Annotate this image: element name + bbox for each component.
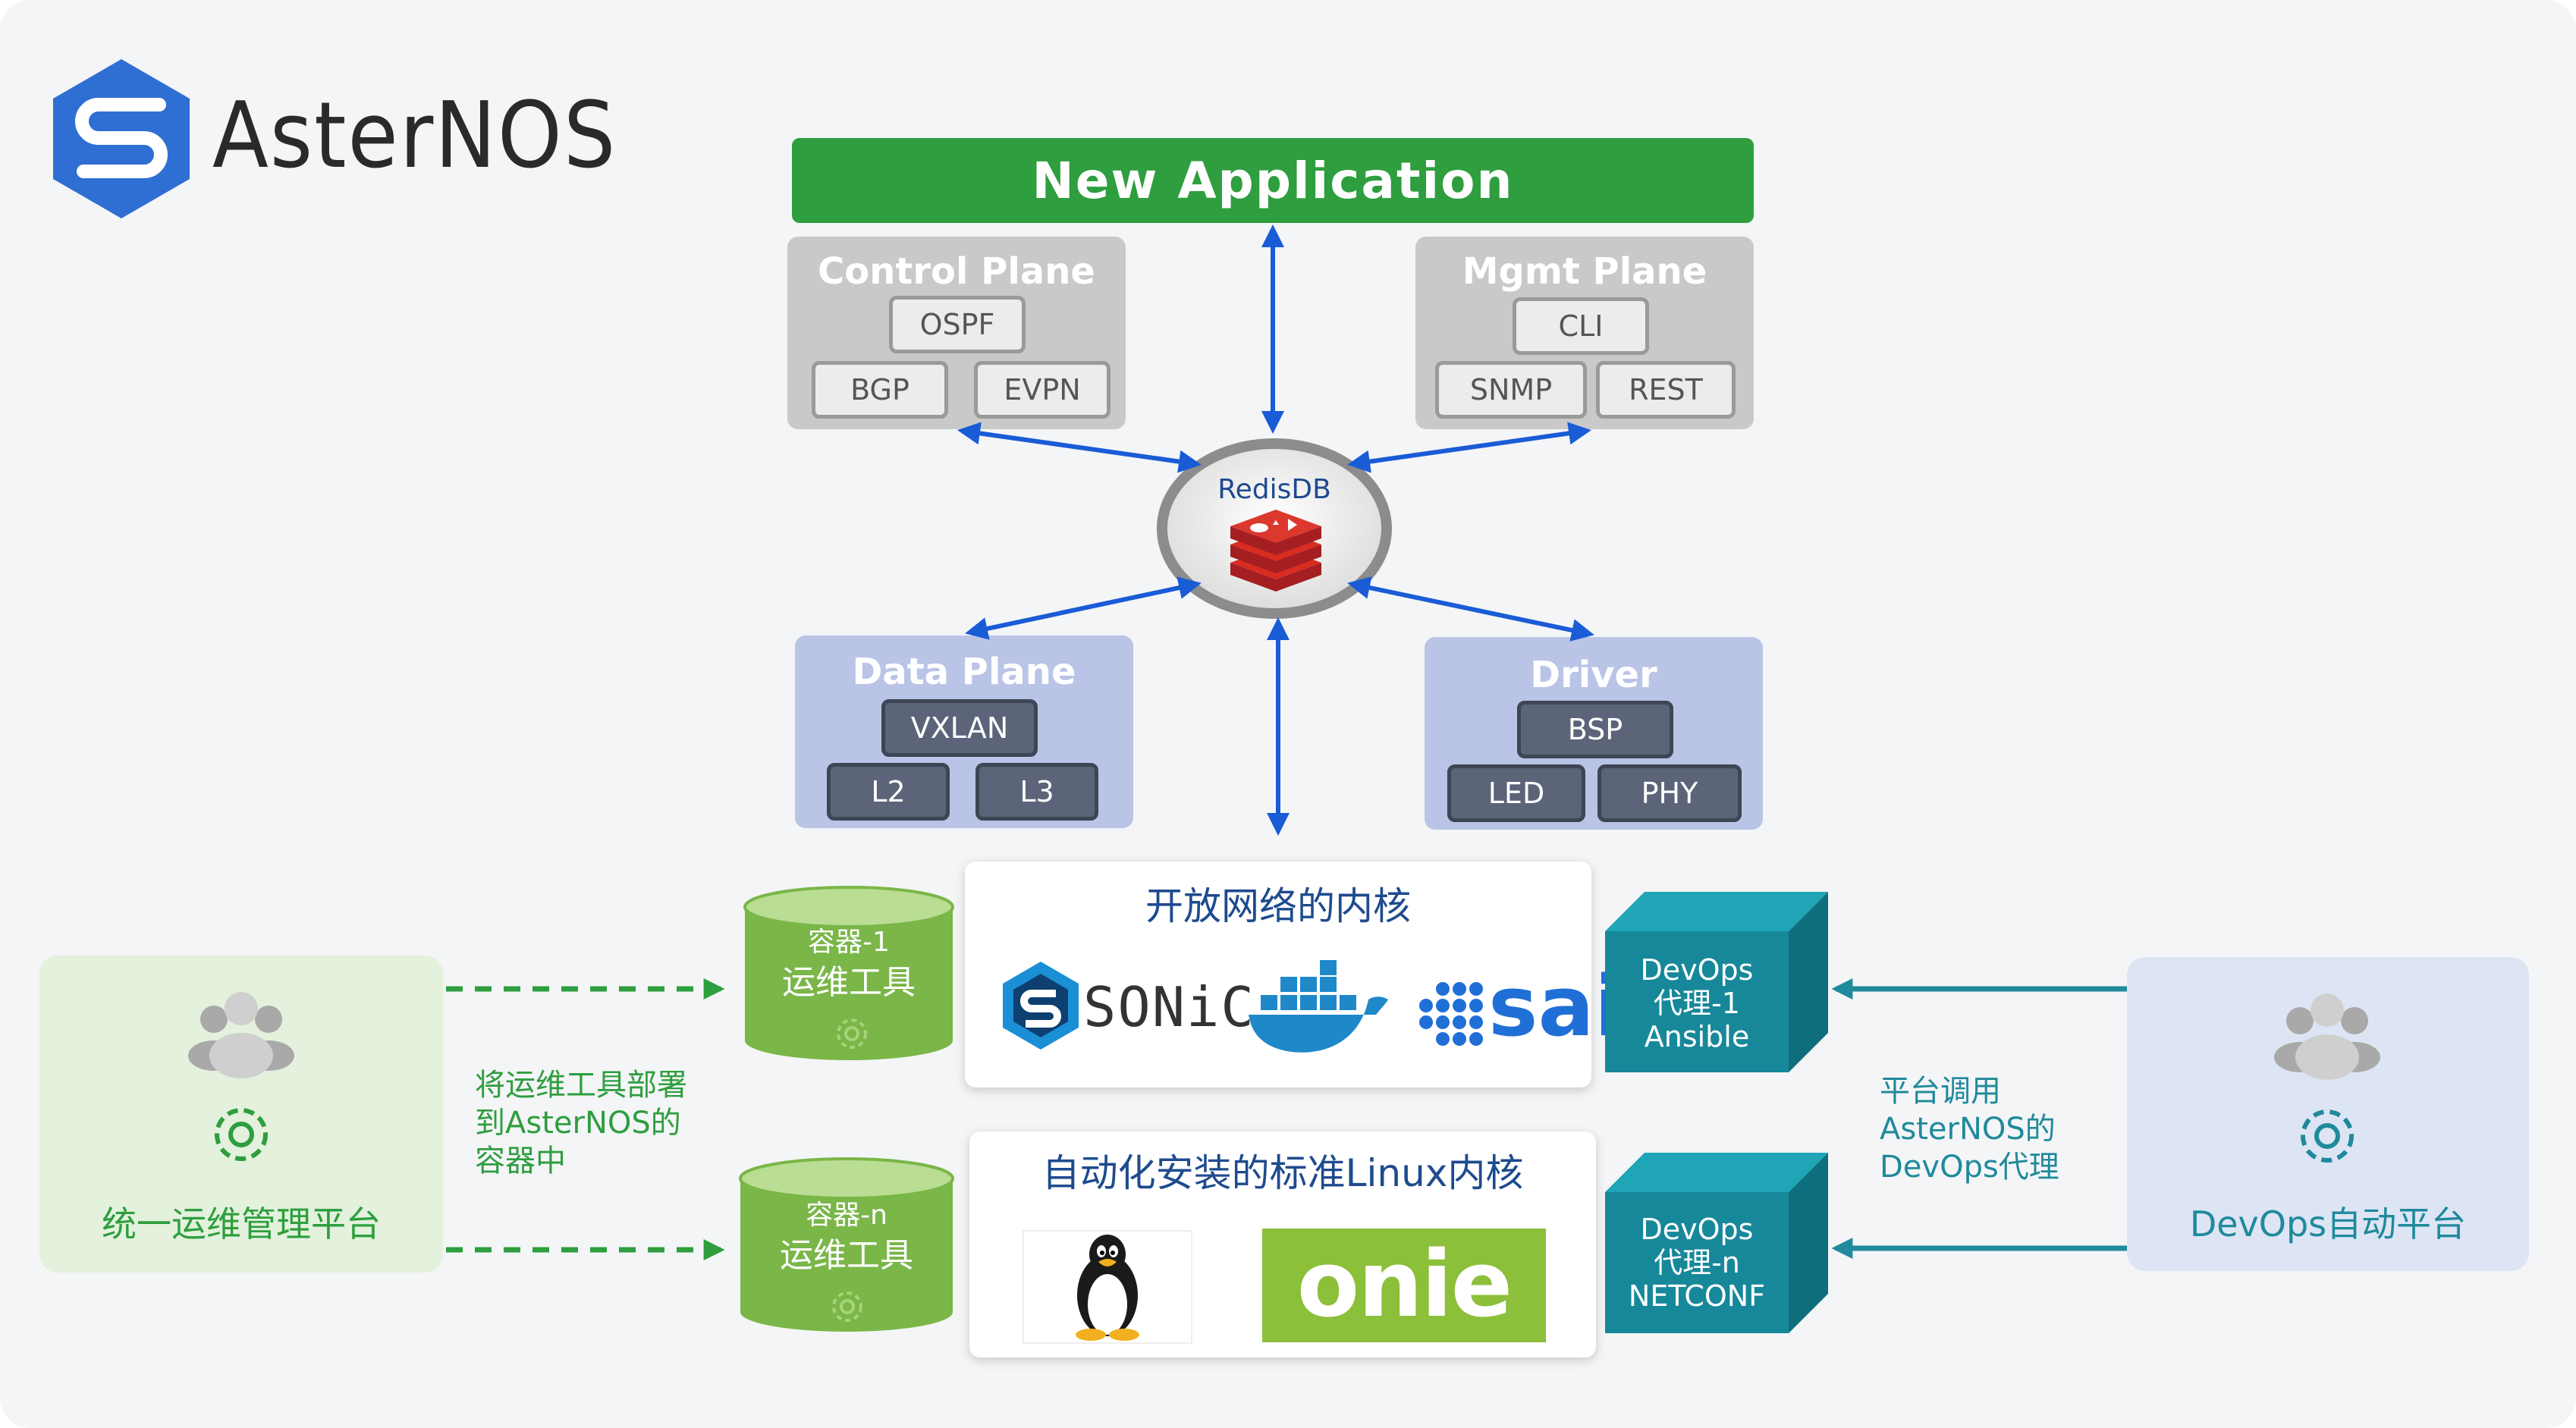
unified-ops-platform-label: 统一运维管理平台: [102, 1204, 381, 1244]
vxlan-chip: VXLAN: [881, 699, 1038, 757]
sonic-logo-icon: [1003, 962, 1079, 1050]
control-plane-box: Control Plane OSPF BGP EVPN: [787, 237, 1126, 429]
control-plane-title: Control Plane: [818, 250, 1095, 293]
devops-agent-n-label: DevOps 代理-n NETCONF: [1628, 1213, 1766, 1313]
redis-icon: [1230, 510, 1321, 592]
container-n-gear-icon: [832, 1291, 862, 1322]
redisdb-label: RedisDB: [1217, 473, 1331, 505]
right-platform-note: 平台调用 AsterNOS的 DevOps代理: [1880, 1074, 2059, 1185]
evpn-chip: EVPN: [974, 361, 1111, 419]
bsp-chip: BSP: [1517, 701, 1673, 758]
container-1-cylinder: [743, 886, 954, 1060]
unified-ops-platform-box: 统一运维管理平台: [39, 956, 443, 1273]
right-gear-icon: [2301, 1109, 2354, 1163]
container-1-gear-icon: [837, 1018, 867, 1049]
sai-logo-text: sai: [1488, 958, 1623, 1055]
container-n-label: 运维工具: [780, 1236, 913, 1275]
devops-agent-n-cube: [1605, 1153, 1828, 1333]
devops-auto-platform-label: DevOps自动平台: [2189, 1204, 2467, 1244]
container-n-id: 容器-n: [806, 1200, 887, 1231]
driver-title: Driver: [1530, 654, 1657, 696]
users-group-icon: [188, 992, 294, 1078]
sai-dots-icon: [1419, 982, 1483, 1046]
brand-name: AsterNOS: [212, 83, 617, 189]
phy-chip: PHY: [1597, 764, 1742, 822]
data-plane-title: Data Plane: [852, 651, 1076, 693]
l2-chip: L2: [827, 763, 950, 821]
new-application-bar: New Application: [792, 138, 1754, 223]
container-1-label: 运维工具: [782, 963, 916, 1002]
open-network-kernel-box: 开放网络的内核 SONiC sai: [965, 862, 1623, 1087]
left-platform-note: 将运维工具部署 到AsterNOS的 容器中: [475, 1068, 687, 1178]
mgmt-plane-box: Mgmt Plane CLI SNMP REST: [1415, 237, 1754, 429]
devops-agent-1-cube: [1605, 892, 1828, 1072]
mgmt-plane-title: Mgmt Plane: [1462, 250, 1707, 293]
rest-chip: REST: [1596, 361, 1736, 419]
linux-logo-tile: [1024, 1232, 1191, 1342]
devops-agent-1-label: DevOps 代理-1 Ansible: [1640, 953, 1754, 1053]
sonic-logo-text: SONiC: [1083, 975, 1255, 1039]
linux-kernel-title: 自动化安装的标准Linux内核: [1041, 1151, 1524, 1195]
led-chip: LED: [1447, 764, 1585, 822]
devops-auto-platform-box: DevOps自动平台: [2127, 957, 2529, 1271]
users-group-icon: [2274, 993, 2380, 1080]
snmp-chip: SNMP: [1435, 361, 1587, 419]
ospf-chip: OSPF: [889, 296, 1026, 353]
driver-box: Driver BSP LED PHY: [1425, 637, 1763, 830]
onie-logo-tile: onie: [1262, 1229, 1546, 1342]
asternos-logo-icon: [53, 59, 190, 218]
linux-kernel-box: 自动化安装的标准Linux内核 onie: [969, 1131, 1596, 1357]
tux-penguin-icon: [1076, 1235, 1139, 1341]
left-gear-icon: [215, 1108, 268, 1161]
data-plane-box: Data Plane VXLAN L2 L3: [795, 636, 1133, 828]
onie-logo-text: onie: [1296, 1232, 1513, 1338]
docker-logo-icon: [1249, 960, 1388, 1053]
open-network-kernel-title: 开放网络的内核: [1145, 884, 1411, 928]
container-1-id: 容器-1: [808, 927, 890, 958]
l3-chip: L3: [975, 763, 1098, 821]
cli-chip: CLI: [1513, 297, 1649, 355]
bgp-chip: BGP: [812, 361, 948, 419]
container-n-cylinder: [739, 1157, 954, 1332]
